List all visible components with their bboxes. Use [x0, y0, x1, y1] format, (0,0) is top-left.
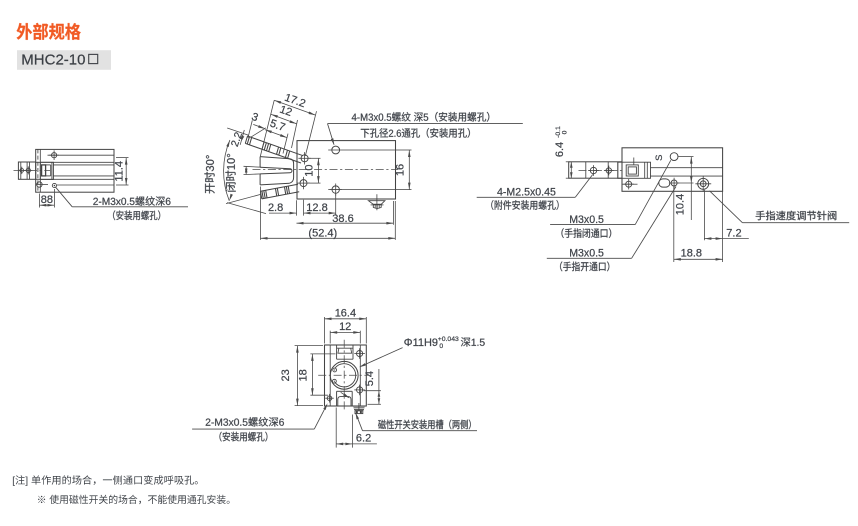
- svg-text:38.6: 38.6: [332, 213, 353, 225]
- svg-text:2.8: 2.8: [268, 202, 283, 214]
- svg-text:0: 0: [561, 130, 568, 134]
- svg-text:88: 88: [41, 194, 53, 206]
- svg-text:12: 12: [339, 321, 351, 333]
- svg-text:11.4: 11.4: [113, 161, 125, 182]
- svg-text:12.8: 12.8: [306, 202, 327, 214]
- svg-text:12: 12: [278, 104, 294, 119]
- svg-text:16.4: 16.4: [335, 307, 356, 319]
- svg-text:18.8: 18.8: [681, 248, 702, 260]
- svg-text:4-M2.5x0.45: 4-M2.5x0.45: [497, 187, 556, 199]
- svg-text:M3x0.5: M3x0.5: [569, 247, 604, 259]
- svg-text:S: S: [654, 155, 665, 161]
- svg-text:23: 23: [280, 369, 292, 381]
- svg-text:18: 18: [297, 369, 309, 381]
- svg-text:2.2: 2.2: [229, 131, 245, 149]
- svg-text:+0.043: +0.043: [438, 336, 459, 343]
- svg-text:Φ11H9: Φ11H9: [404, 337, 438, 349]
- svg-text:5.4: 5.4: [364, 371, 376, 386]
- svg-text:10: 10: [303, 164, 315, 176]
- svg-text:5.7: 5.7: [268, 118, 286, 134]
- svg-text:MHC2-10: MHC2-10: [21, 52, 85, 69]
- svg-text:0: 0: [439, 343, 443, 350]
- svg-text:3: 3: [250, 111, 260, 124]
- svg-text:-0.1: -0.1: [555, 126, 562, 138]
- svg-text:7.2: 7.2: [726, 228, 741, 240]
- svg-text:10.4: 10.4: [674, 194, 686, 215]
- svg-text:16: 16: [394, 164, 406, 176]
- svg-text:6.4: 6.4: [554, 142, 566, 157]
- svg-text:6.2: 6.2: [356, 433, 371, 445]
- svg-text:(52.4): (52.4): [308, 228, 337, 240]
- svg-text:M3x0.5: M3x0.5: [569, 214, 604, 226]
